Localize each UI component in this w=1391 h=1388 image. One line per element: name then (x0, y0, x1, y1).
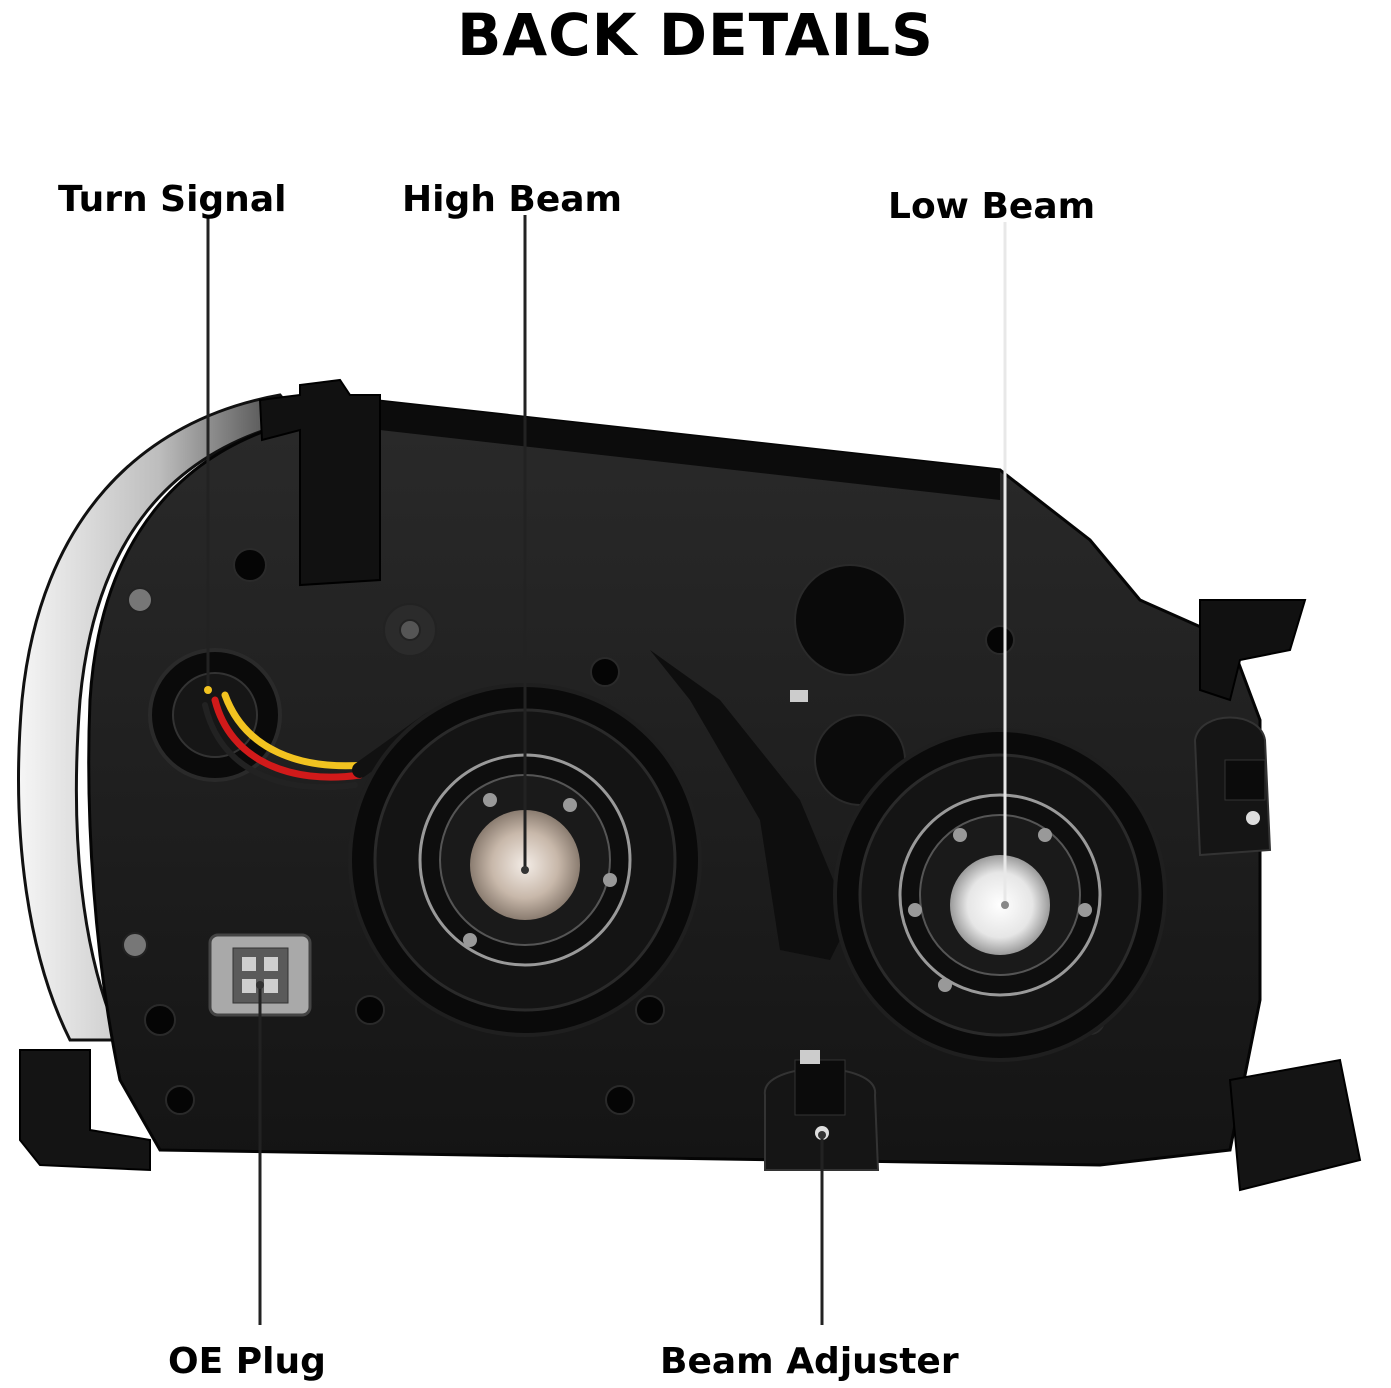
low-beam-assembly (833, 728, 1167, 1062)
callout-high-beam: High Beam (402, 179, 623, 220)
callout-oe-plug: OE Plug (168, 1341, 326, 1382)
chrome-lens-edge (17, 393, 303, 1042)
leader-dot-beam-adjuster (818, 1131, 826, 1139)
housing-body (19, 378, 1362, 1192)
callout-beam-adjuster: Beam Adjuster (660, 1341, 959, 1382)
leader-dot-high-beam (521, 866, 529, 874)
leader-dot-turn-signal (204, 686, 212, 694)
mounting-screws (122, 587, 437, 958)
side-adjuster (1193, 716, 1272, 857)
leader-dot-low-beam (1001, 901, 1009, 909)
callout-leader-lines (204, 215, 1009, 1325)
housing-bosses (144, 548, 1105, 1115)
beam-adjuster-knob (763, 690, 880, 1171)
callout-low-beam: Low Beam (888, 186, 1096, 227)
page-title: BACK DETAILS (457, 1, 934, 69)
leader-dot-oe-plug (256, 981, 264, 989)
callout-turn-signal: Turn Signal (58, 179, 287, 220)
